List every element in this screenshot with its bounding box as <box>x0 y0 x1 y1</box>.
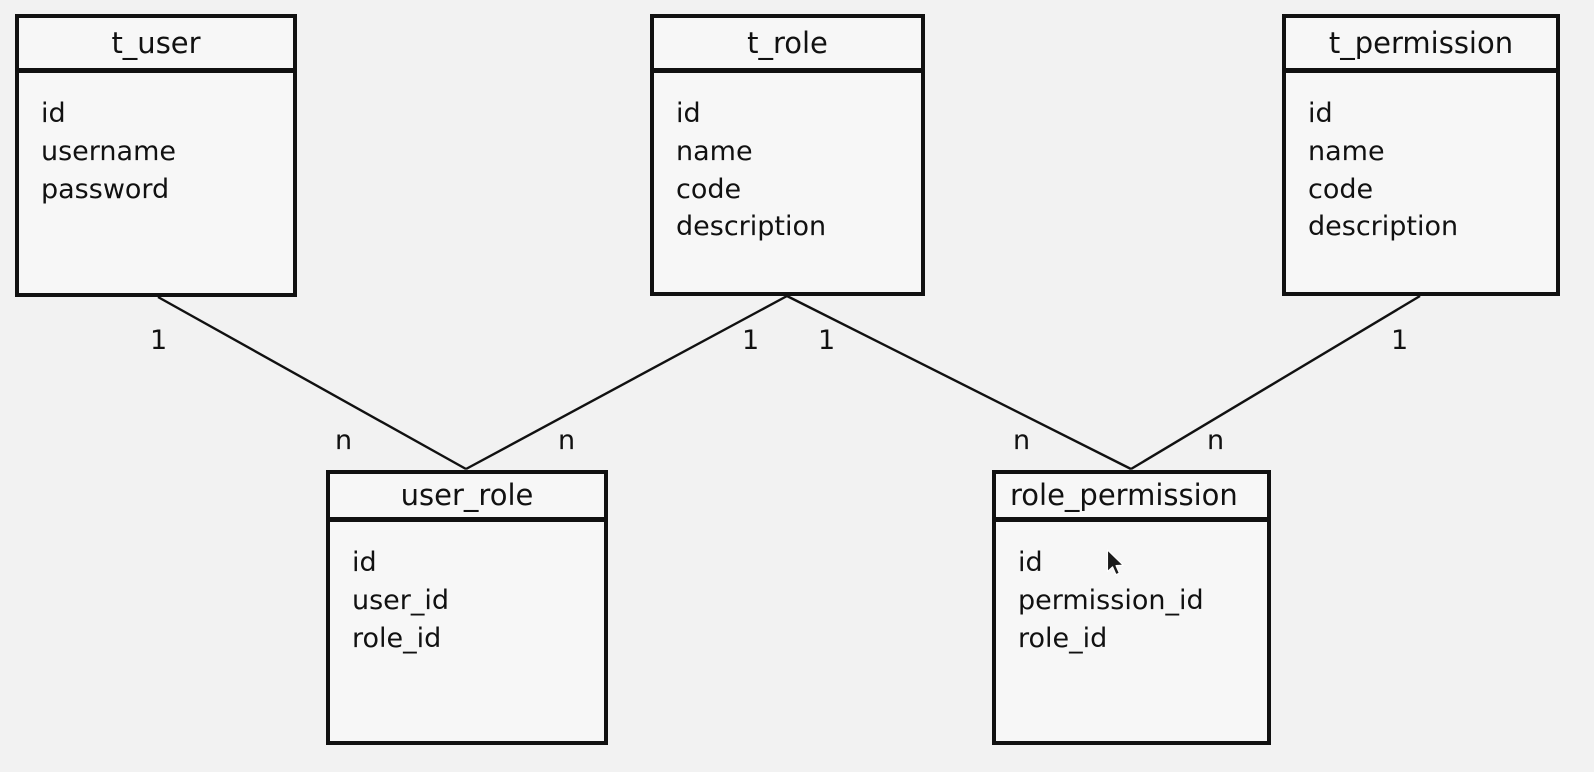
entity-header-t_permission: t_permission <box>1286 18 1556 73</box>
entity-fields-t_permission: id name code description <box>1286 73 1556 292</box>
entity-field: id <box>352 547 377 578</box>
entity-field: user_id <box>352 584 450 616</box>
entity-field: permission_id <box>1018 584 1204 616</box>
entity-title-t_role: t_role <box>747 25 828 60</box>
entity-field: code <box>1308 173 1374 205</box>
relationship-line-permission-to-role_permission <box>1130 294 1421 471</box>
entity-header-user_role: user_role <box>330 474 604 522</box>
cardinality-label-permission-to-role_permission-from: 1 <box>1391 325 1409 356</box>
entity-header-t_user: t_user <box>19 18 293 73</box>
entity-field: id <box>1018 547 1043 578</box>
entity-fields-t_role: id name code description <box>654 73 921 292</box>
entity-field: name <box>1308 135 1385 167</box>
entity-field: username <box>41 135 176 167</box>
entity-fields-user_role: id user_id role_id <box>330 522 604 741</box>
entity-title-t_permission: t_permission <box>1328 25 1514 60</box>
cardinality-label-role-to-role_permission-to: n <box>1013 425 1031 456</box>
relationship-line-user-to-user_role <box>157 295 467 471</box>
cardinality-label-role-to-user_role-to: n <box>558 425 576 456</box>
entity-field: description <box>676 211 827 243</box>
entity-fields-t_user: id username password <box>19 73 293 293</box>
entity-field: id <box>676 98 701 129</box>
cardinality-label-role-to-role_permission-from: 1 <box>818 325 836 356</box>
entity-field: code <box>676 173 742 205</box>
entity-header-t_role: t_role <box>654 18 921 73</box>
entity-field: name <box>676 135 753 167</box>
entity-title-role_permission: role_permission <box>1010 478 1238 512</box>
cardinality-label-permission-to-role_permission-to: n <box>1207 425 1225 456</box>
entity-field: id <box>41 98 66 129</box>
entity-field: role_id <box>1018 622 1108 654</box>
entity-field: password <box>41 173 170 205</box>
cardinality-label-user-to-user_role-from: 1 <box>150 325 168 356</box>
cardinality-label-user-to-user_role-to: n <box>335 425 353 456</box>
entity-header-role_permission: role_permission <box>996 474 1267 522</box>
entity-field: id <box>1308 98 1333 129</box>
relationship-line-role-to-user_role <box>465 294 788 471</box>
entity-fields-role_permission: id permission_id role_id <box>996 522 1267 741</box>
entity-field: description <box>1308 211 1459 243</box>
relationship-line-role-to-role_permission <box>786 294 1132 471</box>
entity-field: role_id <box>352 622 442 654</box>
cardinality-label-role-to-user_role-from: 1 <box>742 325 760 356</box>
entity-title-user_role: user_role <box>400 478 534 512</box>
entity-title-t_user: t_user <box>111 25 201 60</box>
